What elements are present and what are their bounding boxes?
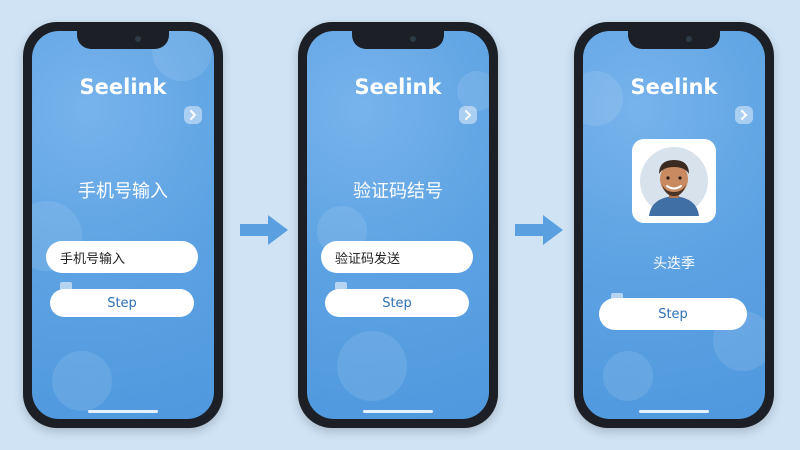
screen-title: 验证码结号: [353, 181, 443, 202]
chevron-right-icon: [465, 110, 472, 120]
user-avatar-icon: [640, 147, 708, 216]
notch: [352, 31, 444, 49]
chevron-right-icon: [741, 110, 748, 120]
step-button[interactable]: Step: [599, 298, 747, 330]
chevron-right-icon: [190, 110, 197, 120]
background-bubble: [457, 71, 489, 111]
camera-icon: [135, 36, 141, 42]
home-indicator: [363, 410, 433, 413]
profile-avatar[interactable]: [632, 139, 716, 223]
notch: [77, 31, 169, 49]
brand-title: Seelink: [354, 75, 442, 99]
phone-frame-3: Seelink 头迭季 Step: [574, 22, 774, 428]
phone-input[interactable]: 手机号输入: [46, 241, 198, 273]
arrow-right-icon: [515, 215, 563, 245]
next-button[interactable]: [184, 106, 202, 124]
brand-title: Seelink: [79, 75, 167, 99]
arrow-right-icon: [240, 215, 288, 245]
background-bubble: [52, 351, 112, 411]
decorative-chip: [335, 282, 347, 290]
camera-icon: [410, 36, 416, 42]
phone-screen-1: Seelink 手机号输入 手机号输入 Step: [32, 31, 214, 419]
notch: [628, 31, 720, 49]
next-button[interactable]: [735, 106, 753, 124]
phone-frame-1: Seelink 手机号输入 手机号输入 Step: [23, 22, 223, 428]
background-bubble: [603, 351, 653, 401]
phone-screen-3: Seelink 头迭季 Step: [583, 31, 765, 419]
brand-title: Seelink: [630, 75, 718, 99]
decorative-chip: [60, 282, 72, 290]
home-indicator: [88, 410, 158, 413]
step-button[interactable]: Step: [50, 289, 194, 317]
background-bubble: [337, 331, 407, 401]
code-input[interactable]: 验证码发送: [321, 241, 473, 273]
step-button[interactable]: Step: [325, 289, 469, 317]
next-button[interactable]: [459, 106, 477, 124]
home-indicator: [639, 410, 709, 413]
phone-frame-2: Seelink 验证码结号 验证码发送 Step: [298, 22, 498, 428]
camera-icon: [686, 36, 692, 42]
phone-screen-2: Seelink 验证码结号 验证码发送 Step: [307, 31, 489, 419]
decorative-chip: [611, 293, 623, 301]
screen-title: 手机号输入: [78, 181, 168, 202]
screen-title: 头迭季: [653, 256, 695, 272]
